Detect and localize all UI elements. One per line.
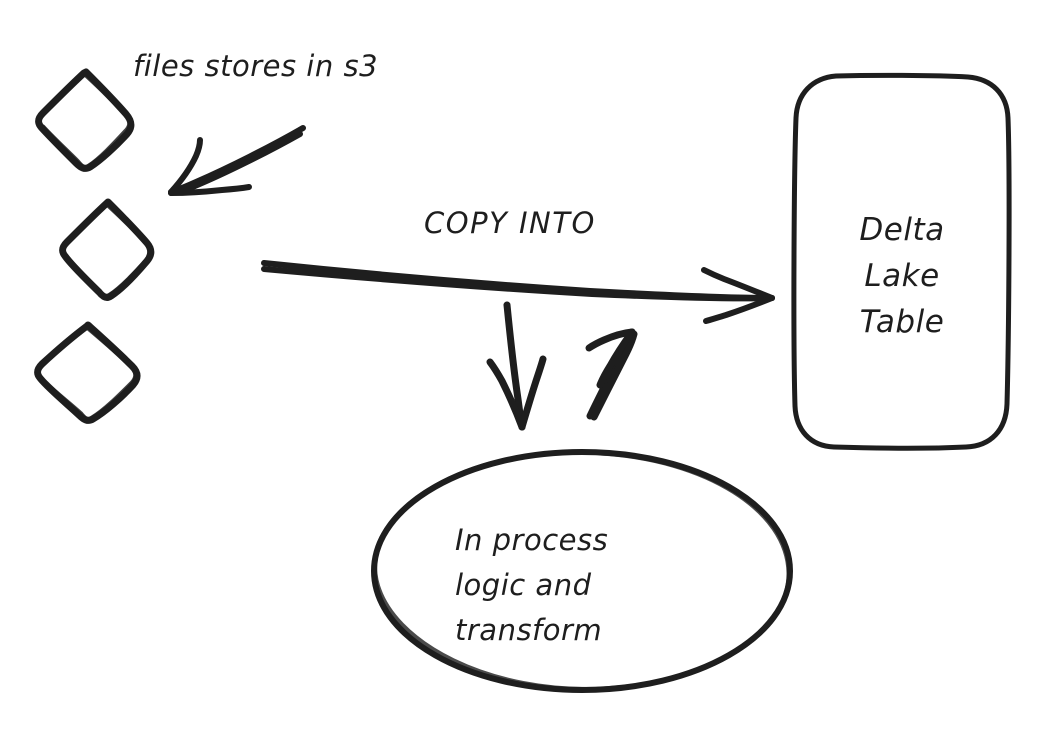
arrow-to-files[interactable] bbox=[168, 125, 306, 196]
delta-lake-table-box[interactable] bbox=[791, 72, 1012, 451]
delta-table-line-2: Lake bbox=[864, 258, 939, 294]
file-diamond-1[interactable] bbox=[35, 68, 135, 172]
arrow-copy-into[interactable] bbox=[261, 260, 775, 324]
process-ellipse-line-2: logic and bbox=[455, 568, 592, 602]
file-diamond-2[interactable] bbox=[59, 198, 155, 301]
arrow-to-process[interactable] bbox=[486, 301, 547, 431]
delta-table-line-3: Table bbox=[860, 304, 945, 340]
arrow-from-process[interactable] bbox=[585, 328, 638, 421]
process-ellipse-line-3: transform bbox=[455, 613, 602, 647]
label-copy-into: COPY INTO bbox=[424, 206, 596, 240]
label-files-stores-in-s3: files stores in s3 bbox=[133, 49, 378, 83]
process-ellipse-line-1: In process bbox=[455, 523, 608, 557]
process-ellipse[interactable] bbox=[371, 449, 793, 693]
file-diamond-3[interactable] bbox=[34, 321, 141, 424]
delta-table-line-1: Delta bbox=[859, 212, 944, 248]
